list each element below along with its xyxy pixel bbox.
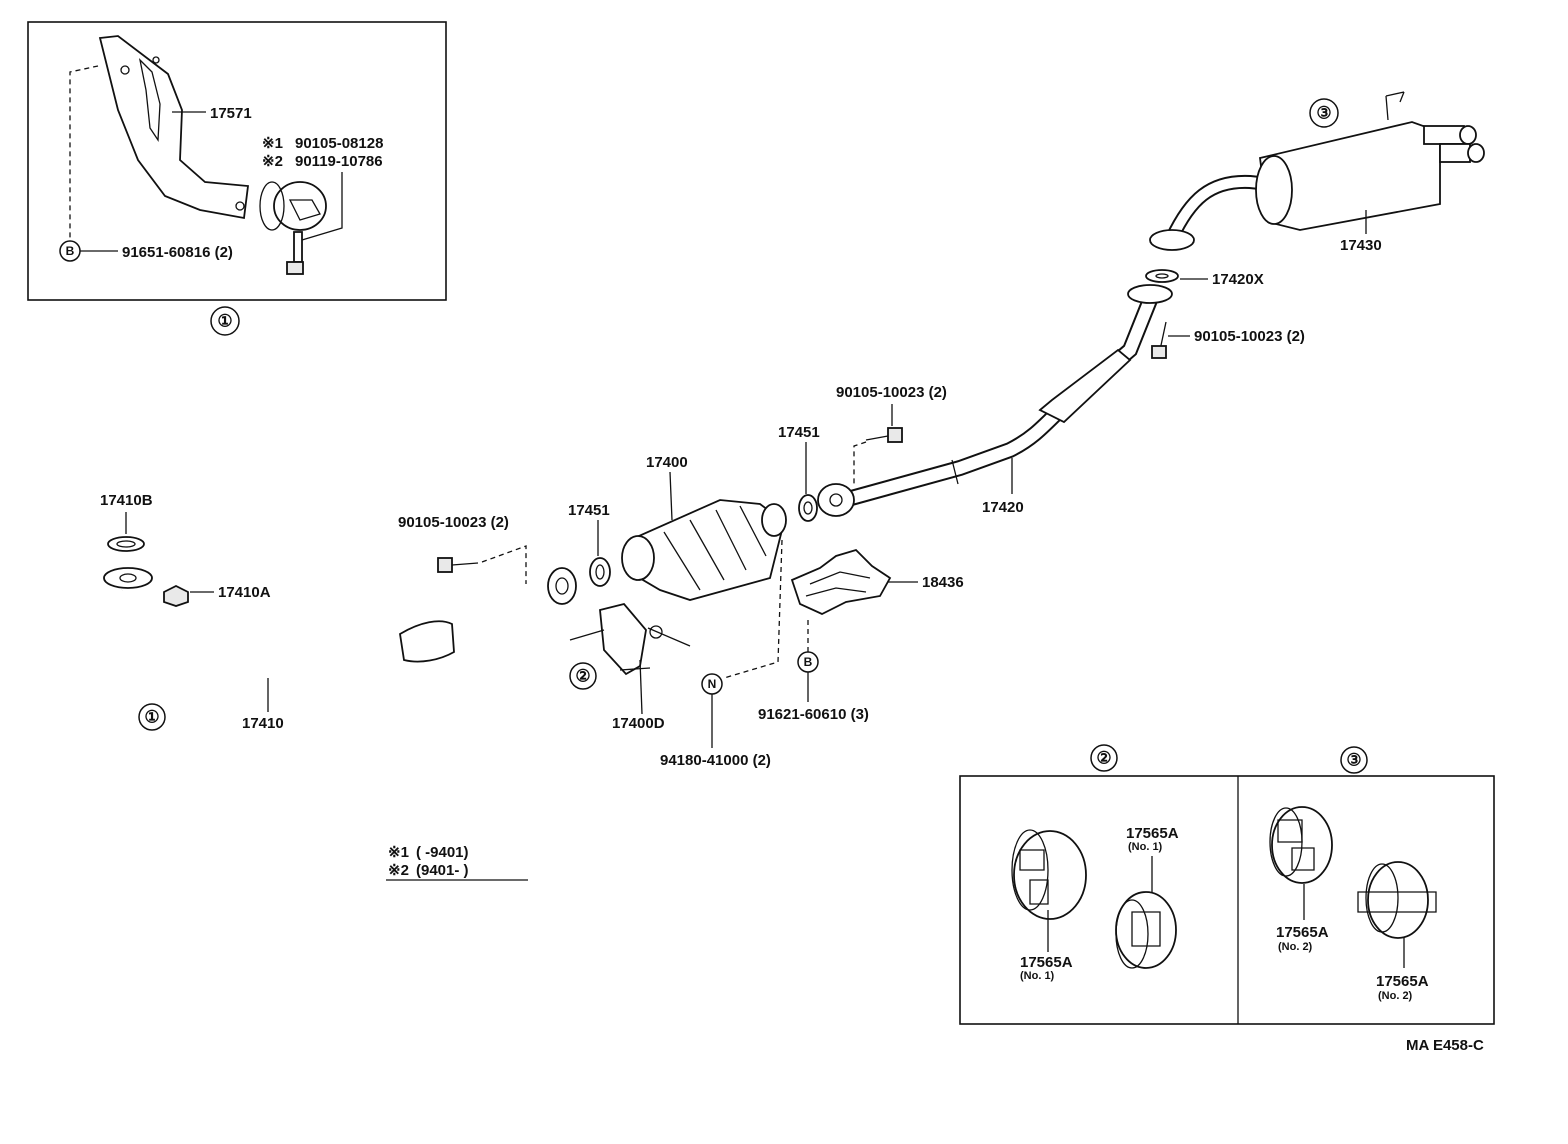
label-17451-right: 17451 — [778, 424, 820, 441]
bracket-17571-drawing — [98, 35, 250, 220]
group-1-badge-pipe-text: ① — [144, 708, 159, 727]
group-3-badge-hangers-text: ③ — [1346, 751, 1361, 770]
bolt-right-drawing — [1151, 321, 1167, 359]
group-1-badge-pipe — [138, 703, 166, 731]
gasket-17410B-drawing — [107, 536, 145, 552]
note1-part-number: 90105-08128 — [295, 135, 383, 152]
hanger-g3-top-part: 17565A — [1276, 924, 1329, 941]
label-90105-10023-center: 90105-10023 (2) — [836, 384, 947, 401]
label-17420: 17420 — [982, 499, 1024, 516]
group-3-badge-hangers — [1340, 746, 1368, 774]
leader-17400D — [639, 659, 643, 715]
leader-dashed-17571 — [69, 65, 99, 240]
note2-mark: ※2 — [262, 153, 283, 170]
group-2-badge-hangers-text: ② — [1096, 749, 1111, 768]
diagram-code: MA E458-C — [1406, 1037, 1484, 1054]
leader-note — [301, 172, 343, 241]
hanger-g3-bottom-no: (No. 2) — [1378, 990, 1413, 1002]
label-17410: 17410 — [242, 715, 284, 732]
label-90105-10023-left: 90105-10023 (2) — [398, 514, 509, 531]
leader-dashed-n — [723, 539, 783, 679]
legend-row2-range: (9401- ) — [416, 862, 469, 879]
group-1-badge-top — [210, 306, 240, 336]
gasket-17420X-drawing — [1145, 269, 1179, 283]
detail-box-1 — [27, 21, 447, 301]
label-17400D: 17400D — [612, 715, 665, 732]
group-2-badge-hangers — [1090, 744, 1118, 772]
leader-dashed-bolt-center — [853, 441, 867, 484]
label-17571: 17571 — [210, 105, 252, 122]
hanger-g2-top-no: (No. 1) — [1128, 841, 1163, 853]
front-pipe-17410-drawing — [103, 567, 577, 696]
nut-17410A-drawing — [163, 584, 189, 607]
hanger-g2-bottom-no: (No. 1) — [1020, 970, 1055, 982]
detail-box-hangers — [959, 775, 1495, 1025]
label-17430: 17430 — [1340, 237, 1382, 254]
hanger-g3-bottom-part: 17565A — [1376, 973, 1429, 990]
hanger-g2-top-part: 17565A — [1126, 825, 1179, 842]
hanger-g2-left-drawing — [1011, 829, 1087, 920]
marker-n-letter: N — [708, 677, 717, 691]
label-90105-10023-right: 90105-10023 (2) — [1194, 328, 1305, 345]
note1-mark: ※1 — [262, 135, 283, 152]
gasket-17451-left-drawing — [589, 557, 611, 587]
marker-b-letter-1: B — [66, 244, 75, 258]
group-1-badge-top-text: ① — [217, 312, 232, 331]
marker-b-letter-2: B — [804, 655, 813, 669]
label-17400: 17400 — [646, 454, 688, 471]
bolt-center-drawing — [865, 427, 903, 443]
leader-17400 — [669, 471, 673, 521]
muffler-17430-drawing — [1149, 91, 1485, 251]
label-17410A: 17410A — [218, 584, 271, 601]
hanger-g2-bottom-part: 17565A — [1020, 954, 1073, 971]
leader-dashed-bolt-left — [481, 545, 527, 584]
hanger-g3-left-drawing — [1269, 806, 1333, 884]
legend-row1-range: ( -9401) — [416, 844, 469, 861]
converter-17400-drawing — [621, 499, 787, 601]
group-3-badge-muffler — [1309, 98, 1339, 128]
note2-part-number: 90119-10786 — [295, 153, 383, 170]
insulator-18436-drawing — [790, 548, 892, 615]
hanger-g3-top-no: (No. 2) — [1278, 941, 1313, 953]
bolt-left-drawing — [437, 557, 479, 573]
gasket-17451-right-drawing — [798, 494, 818, 522]
center-pipe-17420-drawing — [817, 284, 1173, 517]
legend-row2-mark: ※2 — [388, 862, 409, 879]
group-2-badge-bracket — [569, 662, 597, 690]
legend-row1-mark: ※1 — [388, 844, 409, 861]
label-17420X: 17420X — [1212, 271, 1264, 288]
label-17451-left: 17451 — [568, 502, 610, 519]
label-18436: 18436 — [922, 574, 964, 591]
label-91621-60610: 91621-60610 (3) — [758, 706, 869, 723]
label-17410B: 17410B — [100, 492, 153, 509]
label-94180-41000: 94180-41000 (2) — [660, 752, 771, 769]
hanger-g2-right-drawing — [1115, 891, 1177, 969]
group-2-badge-bracket-text: ② — [575, 667, 590, 686]
hanger-g3-right-drawing — [1357, 861, 1437, 939]
group-3-badge-muffler-text: ③ — [1316, 104, 1331, 123]
clamp-drawing — [259, 181, 327, 275]
label-91651-60816: 91651-60816 (2) — [122, 244, 233, 261]
